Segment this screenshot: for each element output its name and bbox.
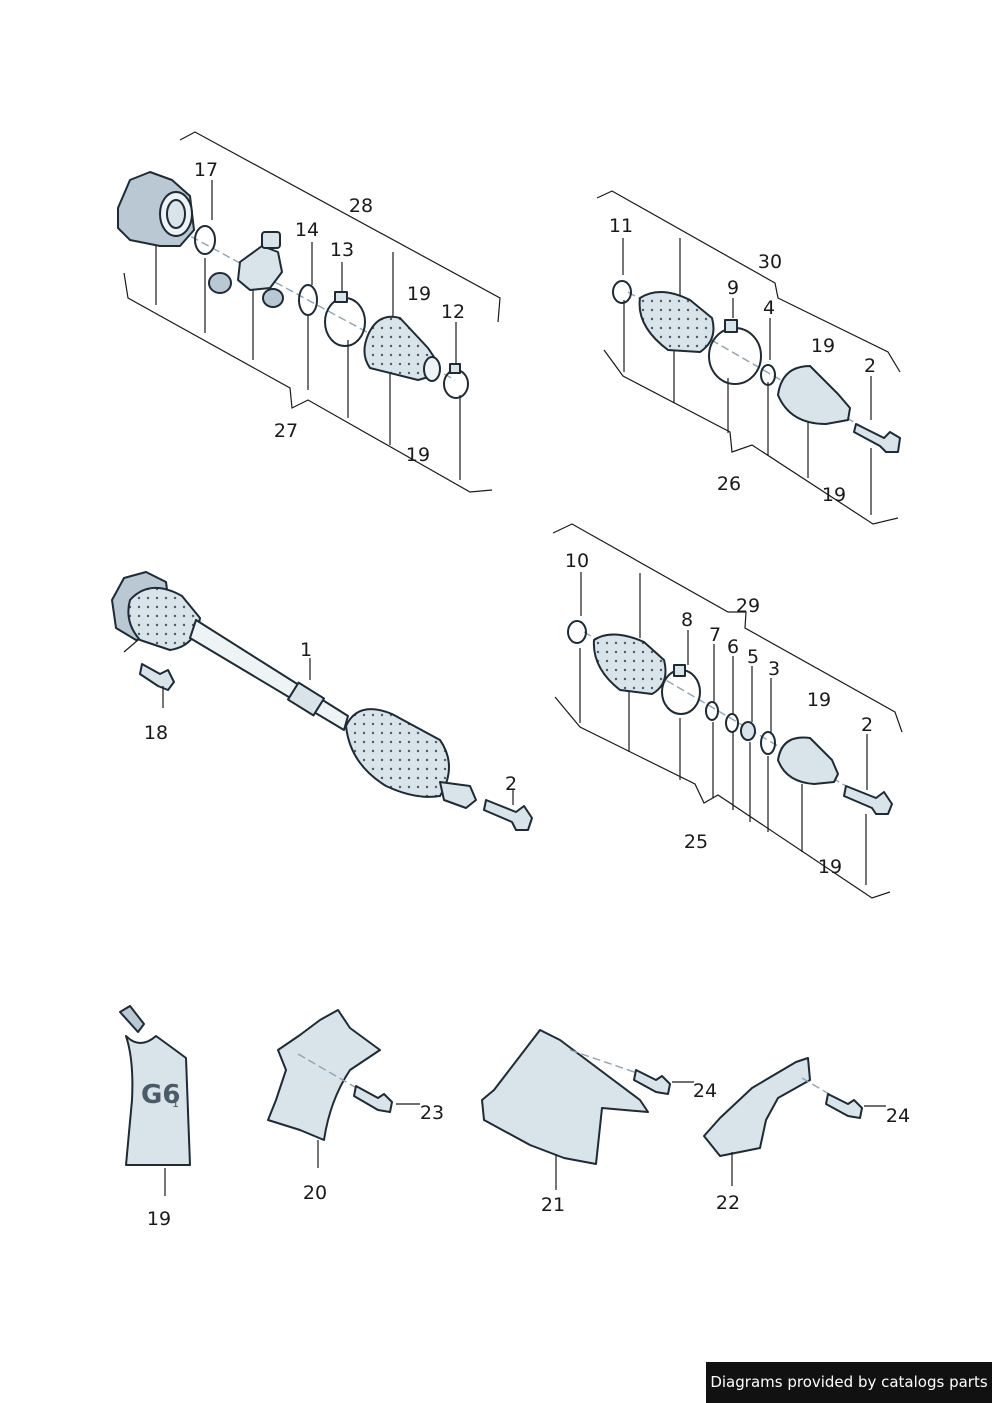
hex-bolt-part bbox=[483, 799, 533, 831]
label-13: 13 bbox=[330, 239, 354, 261]
label-5: 5 bbox=[747, 646, 759, 668]
label-12: 12 bbox=[441, 301, 465, 323]
hose-clamp-large-part bbox=[324, 297, 366, 347]
label-29: 29 bbox=[736, 595, 760, 617]
tube-marking: G6 bbox=[141, 1080, 180, 1110]
label-11: 11 bbox=[609, 215, 633, 237]
hose-clamp-small-part bbox=[443, 369, 469, 399]
group-top-right-joint-kit bbox=[596, 190, 901, 525]
bolt-24-part bbox=[633, 1069, 671, 1095]
label-30: 30 bbox=[758, 251, 782, 273]
hex-bolt-part bbox=[853, 423, 901, 453]
label-23: 23 bbox=[420, 1102, 444, 1124]
label-22: 22 bbox=[716, 1192, 740, 1214]
group-middle-right-joint-kit bbox=[552, 523, 903, 899]
label-26: 26 bbox=[717, 473, 741, 495]
flange-bolt-part bbox=[139, 663, 175, 691]
label-27: 27 bbox=[274, 420, 298, 442]
tube-marking-small: 1 bbox=[172, 1097, 179, 1110]
label-2: 2 bbox=[505, 773, 517, 795]
label-6: 6 bbox=[727, 636, 739, 658]
label-14: 14 bbox=[295, 219, 319, 241]
label-3: 3 bbox=[768, 658, 780, 680]
circlip-part bbox=[194, 225, 216, 255]
label-10: 10 bbox=[565, 550, 589, 572]
group-top-left-joint-kit bbox=[117, 131, 501, 493]
group-drive-shaft bbox=[111, 571, 533, 831]
label-28: 28 bbox=[349, 195, 373, 217]
label-19: 19 bbox=[807, 689, 831, 711]
label-17: 17 bbox=[194, 159, 218, 181]
label-25: 25 bbox=[684, 831, 708, 853]
label-1: 1 bbox=[300, 639, 312, 661]
label-2: 2 bbox=[861, 714, 873, 736]
label-24: 24 bbox=[886, 1105, 910, 1127]
grease-tube-part: G6 1 bbox=[119, 1005, 191, 1196]
label-19: 19 bbox=[407, 283, 431, 305]
bolt-23-part bbox=[353, 1085, 393, 1113]
boot-part bbox=[638, 291, 715, 353]
footer-banner: Diagrams provided by catalogs parts bbox=[706, 1362, 992, 1403]
bracket-22-part bbox=[703, 1057, 886, 1186]
label-19: 19 bbox=[818, 856, 842, 878]
heat-shield-20-part bbox=[267, 1009, 420, 1168]
tripod-joint-part bbox=[237, 245, 283, 291]
bolt-24-part bbox=[825, 1093, 863, 1119]
label-8: 8 bbox=[681, 609, 693, 631]
label-18: 18 bbox=[144, 722, 168, 744]
label-9: 9 bbox=[727, 277, 739, 299]
label-20: 20 bbox=[303, 1182, 327, 1204]
heat-shield-21-part bbox=[481, 1029, 694, 1190]
callout-labels: 17 28 14 13 19 12 27 19 11 30 9 4 19 2 2… bbox=[144, 159, 910, 1230]
label-7: 7 bbox=[709, 624, 721, 646]
label-24: 24 bbox=[693, 1080, 717, 1102]
label-19: 19 bbox=[147, 1208, 171, 1230]
label-19: 19 bbox=[822, 484, 846, 506]
label-19: 19 bbox=[811, 335, 835, 357]
o-ring-part bbox=[298, 284, 318, 316]
label-4: 4 bbox=[763, 297, 775, 319]
shaft-part bbox=[189, 619, 349, 731]
hex-bolt-part bbox=[843, 785, 893, 815]
label-21: 21 bbox=[541, 1194, 565, 1216]
outer-cv-joint-part bbox=[777, 365, 851, 425]
label-2: 2 bbox=[864, 355, 876, 377]
label-19: 19 bbox=[406, 444, 430, 466]
